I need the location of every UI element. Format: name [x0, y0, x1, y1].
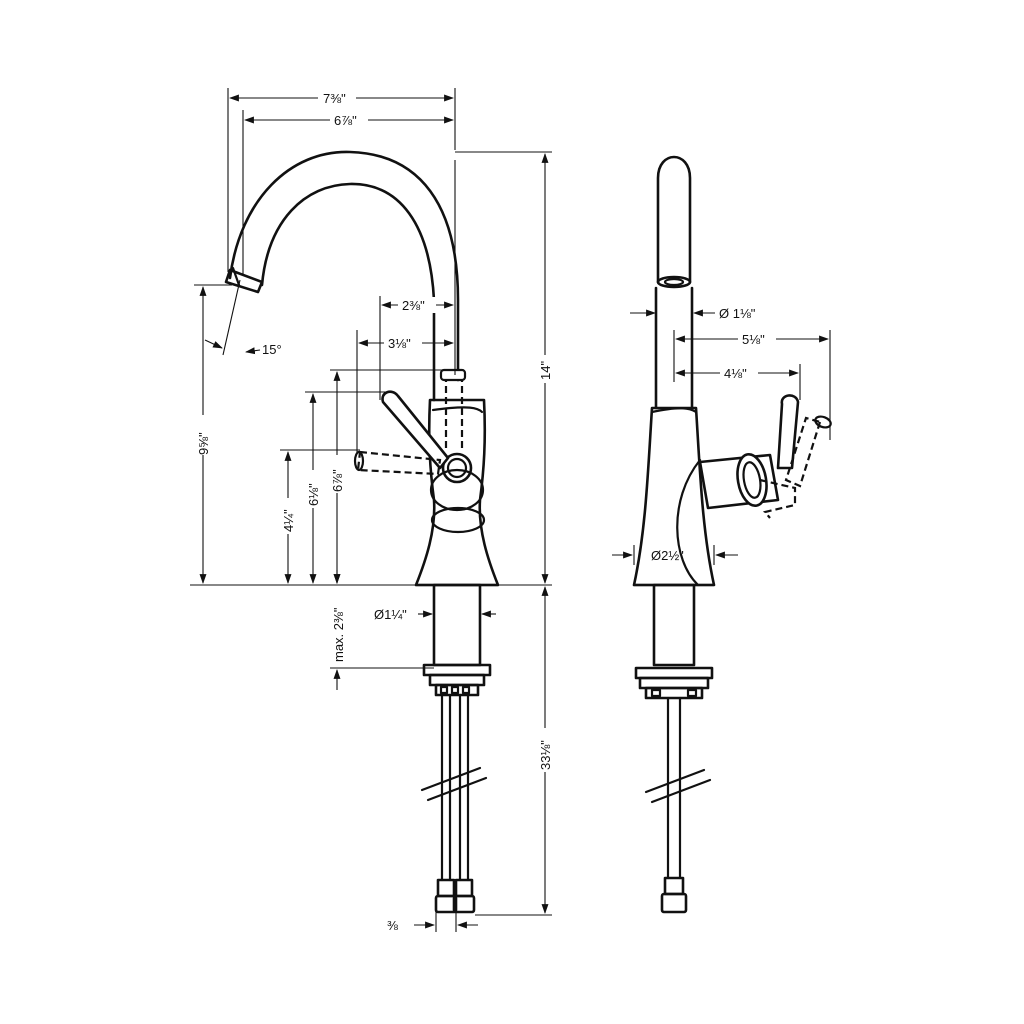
dim-handle-offset-a: 2⅜"	[402, 298, 425, 313]
front-dimensions: 7⅜" 6⅞" 2⅜" 3⅛" 15° 9⅝" 14" 4¼" 6⅛"	[190, 88, 553, 933]
dim-max-deck: max. 2⅜"	[331, 607, 346, 662]
dim-handle-height-b: 6⅛"	[306, 483, 321, 506]
dim-handle-height-a: 4¼"	[281, 509, 296, 532]
front-body	[414, 398, 500, 587]
dim-side-reach-b: 4⅛"	[724, 366, 747, 381]
dim-spout-height: 9⅝"	[196, 432, 211, 455]
dim-total-height: 14"	[538, 361, 553, 380]
dim-handle-height-c: 6⅞"	[330, 469, 345, 492]
dim-spout-reach: 6⅞"	[334, 113, 357, 128]
dim-hose-length: 33⅛"	[538, 740, 553, 770]
dim-connection-size: ⅜	[387, 918, 398, 933]
side-view	[632, 155, 832, 914]
dim-spout-angle: 15°	[262, 342, 282, 357]
front-shank	[432, 583, 482, 667]
side-dimensions: Ø 1⅛" 5⅛" 4⅛" Ø2½"	[612, 306, 831, 565]
side-handle-lever	[776, 394, 800, 470]
dim-side-reach-a: 5⅛"	[742, 332, 765, 347]
dim-spout-diameter: Ø 1⅛"	[719, 306, 756, 321]
front-spout	[228, 150, 460, 382]
front-handle-lever	[381, 390, 450, 470]
front-view	[224, 150, 500, 914]
dim-base-diameter: Ø1¼"	[374, 607, 407, 622]
dim-body-diameter: Ø2½"	[651, 548, 684, 563]
side-spout	[656, 155, 692, 284]
dim-handle-offset-b: 3⅛"	[388, 336, 411, 351]
dim-overall-reach: 7⅜"	[323, 91, 346, 106]
